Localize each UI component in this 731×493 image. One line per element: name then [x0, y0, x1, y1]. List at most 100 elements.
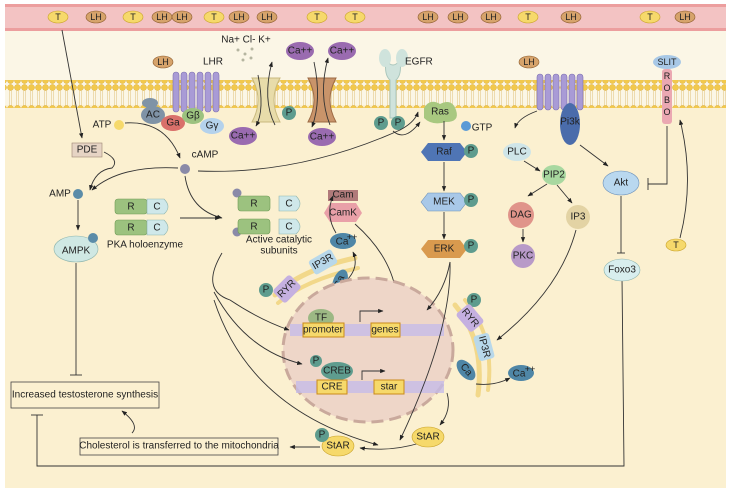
cam: Cam [328, 190, 358, 201]
amp-label: AMP [49, 189, 71, 200]
ion-channel [251, 77, 281, 123]
robo-receptor: R O B O [662, 69, 672, 124]
svg-text:TF: TF [315, 313, 327, 324]
svg-text:LH: LH [156, 12, 168, 22]
pde: PDE [71, 142, 103, 158]
pip2: PIP2 [542, 165, 566, 185]
svg-text:C: C [153, 202, 160, 213]
phosphate: P [391, 116, 405, 130]
ca-ion: Ca [456, 359, 476, 381]
ampk: AMPK [53, 233, 99, 263]
lh-ligand: LH [518, 55, 540, 69]
svg-text:StAR: StAR [326, 441, 349, 452]
lhr-receptor-2 [536, 73, 584, 111]
svg-text:CRE: CRE [321, 382, 342, 393]
svg-text:LH: LH [452, 12, 464, 22]
svg-text:ATP: ATP [93, 120, 112, 131]
lh-molecule: LH [228, 10, 250, 24]
ions-label: Na+ Cl- K+ [221, 35, 271, 46]
svg-text:R: R [250, 199, 257, 210]
erk: ERK [421, 240, 467, 258]
g-gamma: Gγ [200, 118, 224, 134]
pkc: PKC [511, 244, 535, 268]
svg-text:R: R [664, 71, 671, 81]
cre: CRE [316, 379, 348, 395]
phosphate: P [315, 428, 329, 442]
svg-text:P: P [468, 195, 475, 206]
creb: CREB [321, 362, 353, 380]
amp-molecule [73, 189, 83, 199]
svg-text:R: R [250, 222, 257, 233]
svg-text:R: R [127, 223, 134, 234]
lh-molecule: LH [447, 10, 469, 24]
svg-text:LH: LH [565, 12, 577, 22]
ac: AC [141, 98, 165, 124]
svg-text:P: P [471, 295, 478, 306]
phosphate: P [464, 193, 478, 207]
svg-text:O: O [663, 107, 670, 117]
svg-text:T: T [647, 12, 653, 22]
phosphate: P [282, 106, 296, 120]
ryr: RYR [456, 304, 484, 332]
svg-text:StAR: StAR [416, 432, 439, 443]
blood-vessel [5, 4, 726, 31]
cell-membrane [5, 80, 726, 108]
ras: Ras [424, 101, 457, 124]
svg-text:Gγ: Gγ [206, 121, 219, 132]
svg-text:P: P [395, 118, 402, 129]
svg-text:IP3: IP3 [570, 212, 585, 223]
svg-text:T: T [314, 12, 320, 22]
phosphate: P [464, 239, 478, 253]
active-catalytic-subunits: R C R C [232, 188, 301, 237]
svg-text:AMPK: AMPK [62, 246, 91, 257]
svg-text:Raf: Raf [436, 147, 452, 158]
svg-text:Cam: Cam [332, 190, 353, 201]
testosterone-molecule: T [203, 10, 225, 24]
svg-text:Ca++: Ca++ [288, 46, 313, 57]
svg-text:PIP2: PIP2 [543, 170, 565, 181]
phosphate: P [467, 293, 481, 307]
svg-text:LH: LH [157, 57, 169, 67]
star-gene: star [373, 379, 405, 395]
testosterone-molecule: T [517, 10, 539, 24]
svg-text:Foxo3: Foxo3 [608, 265, 636, 276]
ip3r: IP3R [473, 333, 495, 361]
svg-text:P: P [319, 430, 326, 441]
lh-molecule: LH [560, 10, 582, 24]
lh-molecule: LH [85, 10, 107, 24]
svg-text:P: P [286, 108, 293, 119]
star-protein: StAR [411, 426, 445, 448]
ca-ion: Ca++ [330, 232, 357, 249]
star-protein-phosphorylated: StAR [321, 435, 355, 457]
testosterone-box: Increased testosterone synthesis [10, 381, 160, 409]
svg-text:LH: LH [422, 12, 434, 22]
phosphate: P [464, 144, 478, 158]
gtp: GTP [461, 121, 493, 134]
genes: genes [370, 322, 401, 338]
ca-ion: Ca++ [308, 128, 336, 146]
foxo3: Foxo3 [603, 258, 641, 282]
svg-text:LH: LH [261, 12, 273, 22]
svg-text:LH: LH [679, 12, 691, 22]
cholesterol-box: Cholesterol is transferred to the mitoch… [79, 437, 279, 456]
lh-molecule: LH [674, 10, 696, 24]
ca-ion: Ca++ [286, 42, 314, 60]
active-label-line2: subunits [260, 246, 297, 257]
mek: MEK [420, 192, 468, 212]
svg-text:AC: AC [146, 110, 160, 121]
svg-text:Gβ: Gβ [186, 111, 200, 122]
testosterone-molecule: T [665, 238, 687, 252]
svg-text:Pi3k: Pi3k [560, 117, 580, 128]
svg-text:LH: LH [176, 12, 188, 22]
slit: SLIT [653, 55, 681, 69]
svg-text:SLIT: SLIT [657, 57, 677, 67]
promoter: promoter [302, 322, 345, 338]
lhr-label: LHR [203, 57, 223, 68]
testosterone-molecule: T [639, 10, 661, 24]
testosterone-molecule: T [47, 10, 69, 24]
svg-text:Cholesterol is transferred to: Cholesterol is transferred to the mitoch… [79, 441, 279, 452]
lh-molecule: LH [417, 10, 439, 24]
active-label-line1: Active catalytic [246, 235, 312, 246]
svg-text:P: P [263, 285, 270, 296]
g-alpha: Ga [161, 115, 185, 131]
